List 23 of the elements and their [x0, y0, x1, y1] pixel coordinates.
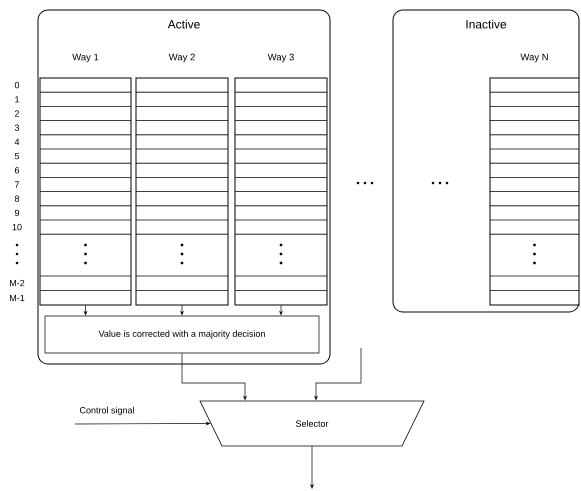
row-label: 6 [14, 167, 20, 174]
row-label: 4 [14, 138, 20, 145]
node-label: Way N [520, 54, 548, 62]
row-label: 3 [14, 124, 20, 131]
memory-column: Way 2 [136, 54, 228, 306]
node-label: Way 3 [268, 54, 294, 62]
row-label: M-2 [10, 280, 24, 286]
row-label: M-1 [10, 294, 24, 302]
memory-column: Way 1 [40, 54, 132, 306]
process-box: Value is corrected with a majority decision [44, 316, 320, 354]
row-label: 9 [14, 210, 20, 216]
node-label: Way 2 [168, 54, 195, 62]
row-label: 7 [14, 181, 20, 188]
row-label: 2 [14, 110, 20, 117]
node-label: Way 1 [72, 54, 98, 62]
row-label: 1 [15, 96, 20, 102]
row-label: 8 [14, 196, 20, 202]
row-label: 5 [14, 152, 20, 160]
edge-label: Control signal [78, 406, 136, 416]
memory-column: Way N [490, 54, 580, 306]
memory-column: Way 3 [234, 54, 328, 306]
row-label: 10 [12, 224, 22, 230]
row-label: 0 [14, 82, 20, 88]
